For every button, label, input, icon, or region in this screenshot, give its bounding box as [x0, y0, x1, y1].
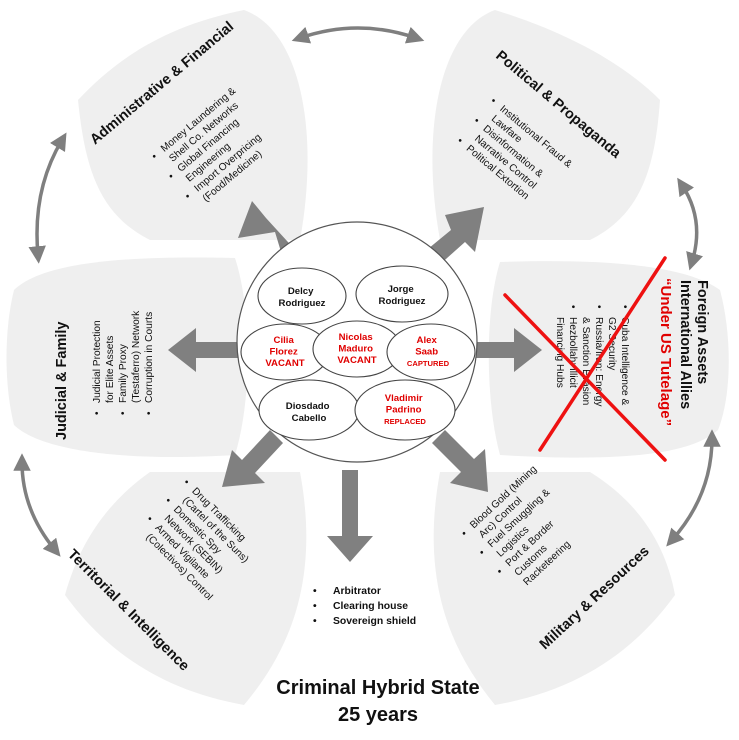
foreign-overlay-under-us-tutelage: “Under US Tutelage”	[657, 278, 674, 426]
svg-text:•: •	[183, 191, 193, 202]
cycle-arrow-bottom-right	[666, 429, 721, 547]
svg-text:•: •	[477, 547, 487, 558]
foreign-red-cross	[503, 256, 667, 462]
cycle-arrow-bottom-left	[13, 453, 61, 557]
svg-text:•: •	[167, 171, 177, 182]
svg-text:•: •	[488, 96, 498, 107]
arrow-to-territorial	[222, 430, 283, 487]
svg-text:Family Proxy: Family Proxy	[118, 343, 129, 403]
svg-text:•: •	[92, 411, 103, 415]
arrow-to-political	[423, 207, 484, 267]
svg-text:Sovereign shield: Sovereign shield	[333, 616, 416, 627]
petal-administrative-financial	[78, 10, 308, 240]
title-foreign-line1: Foreign Assets	[694, 280, 710, 384]
petal-military-resources	[433, 472, 675, 705]
svg-text:•: •	[313, 586, 317, 597]
member-jorge: Jorge Rodriguez	[379, 284, 426, 307]
svg-text:(Testaferro) Network: (Testaferro) Network	[131, 310, 142, 403]
cycle-arrow-top	[291, 26, 425, 44]
member-ellipse-vladimir	[354, 379, 456, 441]
svg-text:•: •	[144, 514, 155, 525]
svg-text:•: •	[567, 305, 578, 309]
svg-text:Arbitrator: Arbitrator	[333, 586, 381, 597]
svg-text:•: •	[162, 496, 173, 507]
core-roles: • Arbitrator • Clearing house • Sovereign s…	[313, 586, 416, 627]
svg-text:•: •	[619, 305, 630, 309]
arrow-to-foreign	[474, 328, 542, 372]
petal-territorial-intelligence	[65, 472, 307, 705]
svg-text:•: •	[593, 305, 604, 309]
svg-text:•: •	[144, 411, 155, 415]
member-delcy: Delcy Rodriguez	[279, 286, 326, 309]
member-ellipse-delcy	[257, 267, 347, 325]
svg-text:•: •	[181, 477, 192, 488]
svg-text:•: •	[150, 151, 160, 162]
svg-text:for Elite Assets: for Elite Assets	[105, 336, 116, 403]
svg-text:•: •	[118, 411, 129, 415]
title-foreign-line2: International Allies	[677, 280, 693, 409]
member-diosdado: Diosdado Cabello	[286, 401, 332, 424]
svg-text:Hezbollah: Illicit: Hezbollah: Illicit	[567, 317, 578, 388]
svg-text:Judicial Protection: Judicial Protection	[92, 320, 103, 403]
svg-text:•: •	[455, 136, 465, 147]
svg-text:•: •	[471, 116, 481, 127]
title-judicial: Judicial & Family	[54, 322, 70, 440]
svg-text:Cuba Intelligence &: Cuba Intelligence &	[619, 317, 630, 406]
petal-foreign-assets	[488, 261, 729, 458]
footer-subtitle: 25 years	[338, 704, 418, 726]
svg-text:•: •	[495, 566, 505, 577]
member-vladimir: Vladimir Padrino REPLACED	[384, 393, 426, 426]
bullets-judicial: • Judicial Protection for Elite Assets • F…	[92, 310, 155, 415]
petal-judicial-family	[6, 257, 248, 457]
cycle-arrow-top-left	[28, 132, 67, 264]
svg-text:Clearing house: Clearing house	[333, 601, 408, 612]
arrow-to-judicial	[168, 328, 244, 372]
member-ellipse-jorge	[355, 265, 449, 323]
member-alex: Alex Saab CAPTURED	[407, 335, 450, 368]
svg-text:•: •	[313, 601, 317, 612]
footer-title: Criminal Hybrid State	[276, 677, 479, 699]
arrow-to-military	[432, 430, 488, 492]
svg-text:•: •	[460, 528, 470, 539]
cycle-arrow-top-right	[677, 177, 703, 271]
svg-text:& Sanction Evasion: & Sanction Evasion	[580, 317, 591, 405]
bullets-administrative: •Money Laundering & Shell Co. Networks •…	[150, 86, 264, 205]
petal-political-propaganda	[432, 10, 660, 240]
svg-text:G2 Security: G2 Security	[606, 317, 617, 371]
svg-text:Corruption in Courts: Corruption in Courts	[144, 312, 155, 403]
member-nicolas: Nicolas Maduro VACANT	[337, 332, 376, 366]
svg-text:•: •	[313, 616, 317, 627]
member-cilia: Cilia Florez VACANT	[265, 335, 304, 369]
member-ellipse-alex	[386, 323, 476, 381]
arrow-to-roles	[327, 470, 373, 562]
